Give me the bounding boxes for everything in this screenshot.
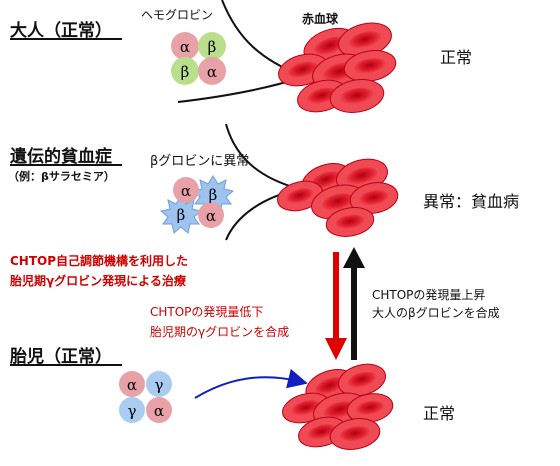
globin-fetal-2: γ — [128, 402, 137, 420]
globin-fetal-0: α — [127, 376, 137, 394]
globin-thal-0: α — [181, 182, 191, 200]
down-note-line1: CHTOPの発現量低下 — [150, 305, 264, 319]
fetal-title-underline — [10, 364, 122, 366]
adult-title-underline — [10, 38, 122, 40]
red-blood-cell — [329, 79, 385, 113]
adult-title: 大人（正常） — [10, 21, 112, 41]
adult-status: 正常 — [440, 48, 473, 67]
globin-adult-1: β — [208, 38, 217, 56]
red-blood-cell — [325, 207, 375, 237]
globin-thal-2: β — [177, 206, 186, 224]
hemoglobin-label: ヘモグロビン — [141, 8, 214, 22]
down-note-line2: 胎児期のγグロビンを合成 — [150, 325, 290, 339]
red-blood-cell — [298, 416, 346, 448]
fetal-title: 胎児（正常） — [10, 347, 112, 367]
thal-title: 遺伝的貧血症 — [10, 147, 112, 167]
rbc-cluster-fetal — [282, 363, 394, 450]
globin-adult-2: β — [181, 63, 190, 81]
red-blood-cell — [337, 363, 387, 397]
globin-fetal-3: α — [154, 402, 164, 420]
therapy-line1: CHTOP自己調節機構を利用した — [10, 254, 189, 268]
globin-thal-1: β — [209, 186, 218, 204]
thal-vessel-upper — [225, 123, 297, 189]
rbc-label: 赤血球 — [302, 12, 339, 26]
red-blood-cell — [276, 180, 324, 212]
globin-adult-0: α — [180, 38, 190, 56]
red-blood-cell — [329, 418, 381, 450]
therapy-line2: 胎児期γグロビン発現による治療 — [10, 274, 186, 288]
globin-adult-3: α — [207, 63, 217, 81]
mutant-beta-burst — [159, 195, 203, 234]
thal-subtitle: （例：βサラセミア） — [8, 170, 115, 183]
red-blood-cell — [346, 393, 394, 423]
rbc-cluster-adult — [278, 22, 397, 113]
up-note-line2: 大人のβグロビンを合成 — [372, 306, 500, 320]
up-note-line1: CHTOPの発現量上昇 — [372, 288, 486, 302]
adult-hemoglobin-icon: α β β α — [171, 32, 226, 85]
rbc-cluster-thal — [276, 158, 399, 237]
globin-fetal-1: γ — [155, 376, 164, 394]
thal-hemoglobin-icon: α β β α — [159, 175, 235, 234]
up-arrow-icon — [343, 247, 365, 360]
down-arrow-icon — [325, 252, 347, 360]
fetal-status: 正常 — [423, 404, 456, 423]
thal-title-underline — [10, 164, 122, 166]
fetal-hemoglobin-icon: α γ γ α — [119, 371, 172, 423]
beta-abnormal-label: βグロビンに異常 — [150, 154, 250, 169]
fetal-arrow — [194, 368, 308, 399]
thal-status: 異常：貧血病 — [423, 192, 520, 211]
globin-thal-3: α — [206, 207, 216, 225]
red-blood-cell — [349, 182, 399, 214]
red-blood-cell — [343, 50, 397, 82]
